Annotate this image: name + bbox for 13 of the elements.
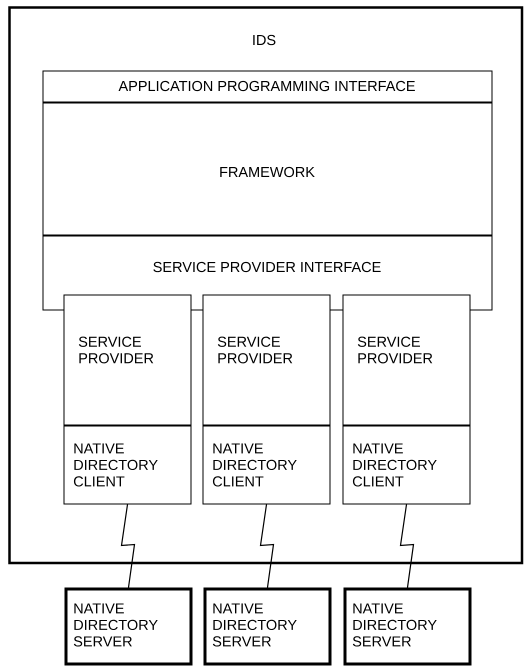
lightning-connector	[400, 504, 414, 588]
provider-box: SERVICE PROVIDER	[202, 294, 330, 426]
server-box: NATIVE DIRECTORY SERVER	[344, 588, 472, 666]
client-box: NATIVE DIRECTORY CLIENT	[342, 426, 470, 504]
lightning-connector	[120, 504, 136, 588]
server-box: NATIVE DIRECTORY SERVER	[204, 588, 332, 666]
lightning-connector	[260, 504, 274, 588]
client-box: NATIVE DIRECTORY CLIENT	[202, 426, 330, 504]
provider-box: SERVICE PROVIDER	[64, 294, 192, 426]
client-box: NATIVE DIRECTORY CLIENT	[64, 426, 192, 504]
server-box: NATIVE DIRECTORY SERVER	[64, 588, 192, 666]
provider-box: SERVICE PROVIDER	[342, 294, 470, 426]
layer-box: APPLICATION PROGRAMMING INTERFACE	[42, 70, 492, 102]
